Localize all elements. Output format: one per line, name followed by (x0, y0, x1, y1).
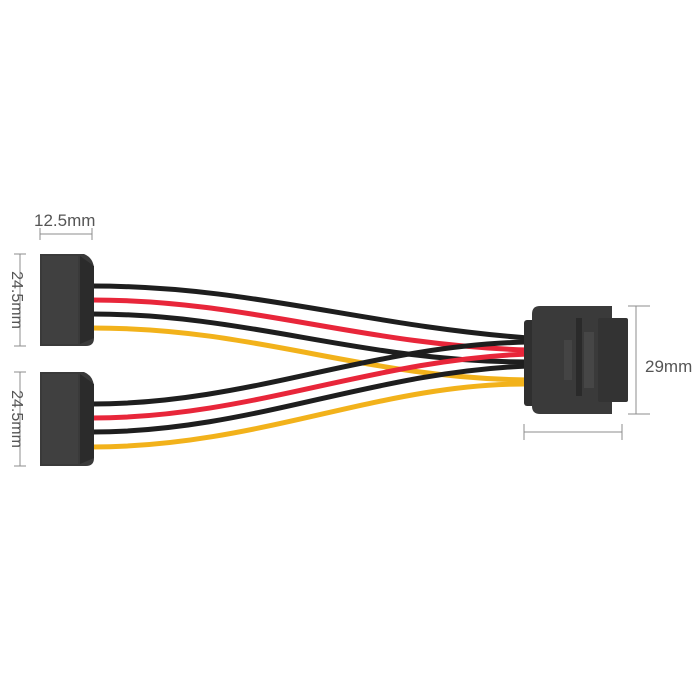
female-connector-top (40, 254, 94, 346)
dimension-label-depth: 12.5mm (34, 211, 95, 230)
wire-top-black-1 (89, 283, 531, 341)
wire-bottom-black-2 (89, 363, 531, 435)
wire-top-yellow (89, 325, 531, 383)
male-connector (524, 306, 628, 414)
dimension-label-top-height: 24.5mm (8, 271, 25, 329)
female-connector-bottom (40, 372, 94, 466)
wire-bottom-yellow (89, 381, 531, 450)
dimension-label-bottom-height: 24.5mm (8, 390, 25, 448)
wire-bottom-red (89, 351, 531, 421)
wire-bottom-black-1 (89, 339, 531, 407)
wire-bundle (89, 283, 531, 450)
dimension-guides (14, 228, 650, 467)
dimension-label-male-height: 29mm (645, 357, 692, 376)
